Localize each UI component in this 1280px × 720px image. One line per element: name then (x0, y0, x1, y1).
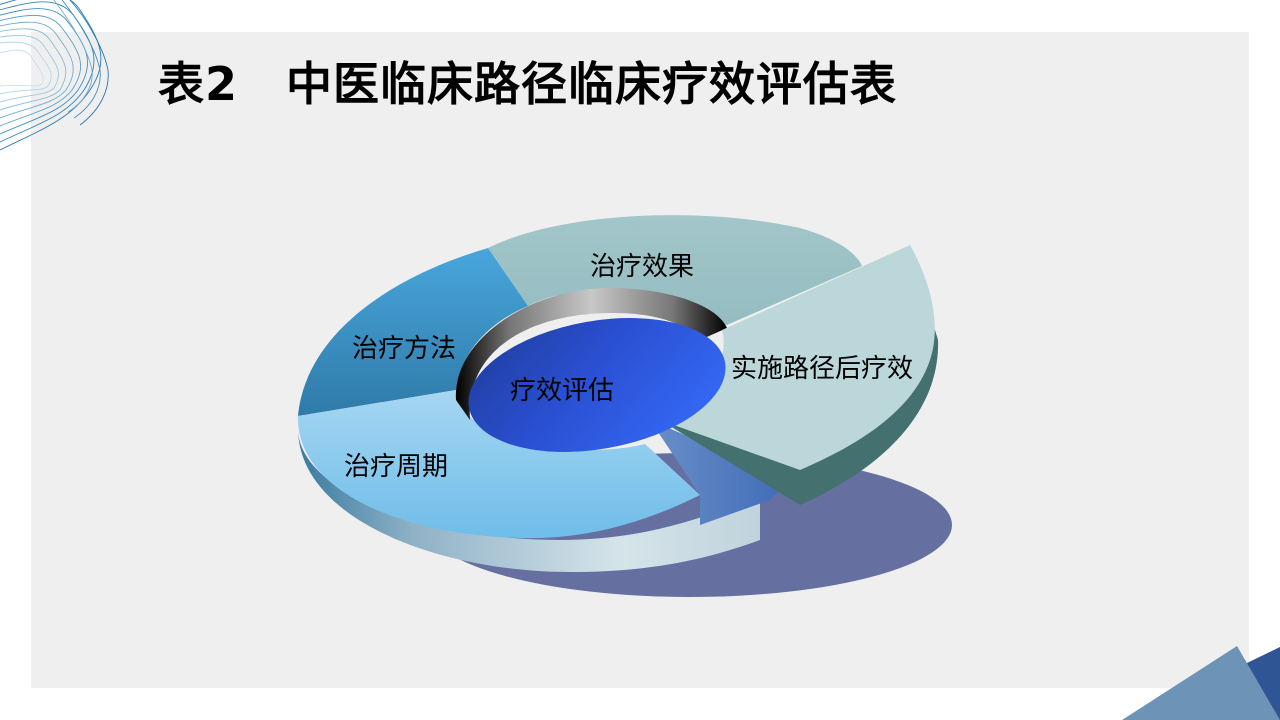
label-treatment-cycle: 治疗周期 (344, 452, 449, 482)
swirl-decoration-icon (0, 0, 109, 151)
label-center-evaluation: 疗效评估 (510, 376, 615, 406)
inner-ring-wall (455, 288, 727, 420)
slide-title: 表2 中医临床路径临床疗效评估表 (158, 52, 897, 116)
gap-wedge (650, 420, 790, 525)
segment-treatment-cycle (297, 390, 700, 539)
title-text: 中医临床路径临床疗效评估表 (286, 57, 898, 111)
center-disc (468, 318, 726, 452)
label-treatment-effect: 治疗效果 (590, 252, 695, 282)
corner-triangle-decoration-icon (1122, 646, 1280, 720)
title-number: 表2 (158, 57, 239, 111)
segment-after-pathway-effect (660, 245, 935, 470)
ring-side-wall (298, 430, 760, 572)
segment-treatment-method (298, 248, 528, 416)
label-treatment-method: 治疗方法 (352, 334, 457, 364)
label-after-pathway-effect: 实施路径后疗效 (731, 354, 914, 384)
segment-treatment-effect (488, 215, 862, 328)
exploded-segment-side (660, 320, 939, 505)
